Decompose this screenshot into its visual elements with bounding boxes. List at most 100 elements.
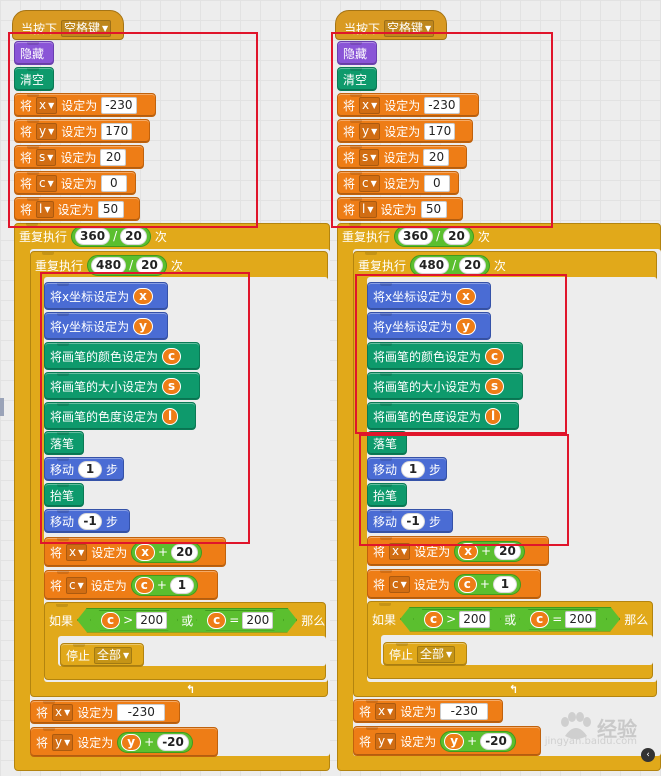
var-l-reporter[interactable]: l — [162, 407, 179, 425]
var-dropdown-x2[interactable]: x▼ — [66, 543, 88, 561]
set-pen-size-block[interactable]: 将画笔的大小设定为 s — [44, 372, 200, 400]
hide-block[interactable]: 隐藏 — [14, 41, 54, 65]
set-c-var-add-block-2[interactable]: 将 c▼ 设定为 c+1 — [367, 569, 541, 599]
s-init-input[interactable]: 20 — [100, 148, 127, 166]
x-init-input-2[interactable]: -230 — [424, 96, 460, 114]
set-y-var-block[interactable]: 将 y▼ 设定为 170 — [14, 119, 150, 143]
var-dropdown-x2-2[interactable]: x▼ — [389, 542, 411, 560]
stop-all-block[interactable]: 停止 全部▼ — [60, 643, 144, 667]
if-header[interactable]: 如果 c>200 或 c=200 那么 — [44, 604, 326, 636]
clear-block[interactable]: 清空 — [14, 67, 54, 91]
stop-dropdown-2[interactable]: 全部▼ — [417, 645, 456, 663]
c-plus-op-2[interactable]: c+1 — [453, 573, 521, 595]
set-pen-size-block-2[interactable]: 将画笔的大小设定为 s — [367, 372, 523, 400]
nav-arrow-icon[interactable]: ‹ — [641, 748, 655, 762]
var-dropdown-s[interactable]: s▼ — [36, 148, 57, 166]
y-init-input-2[interactable]: 170 — [424, 122, 456, 140]
set-x-var-add-block-2[interactable]: 将 x▼ 设定为 x+20 — [367, 536, 549, 566]
set-x-var-block[interactable]: 将 x▼ 设定为 -230 — [14, 93, 156, 117]
x-plus-op-2[interactable]: x+20 — [454, 540, 525, 562]
var-s-reporter[interactable]: s — [162, 377, 182, 395]
x-reset-input-2[interactable]: -230 — [440, 702, 489, 720]
set-y-position-block[interactable]: 将y坐标设定为 y — [44, 312, 168, 340]
set-c-var-block[interactable]: 将 c▼ 设定为 0 — [14, 171, 136, 195]
set-c-var-block-2[interactable]: 将 c▼ 设定为 0 — [337, 171, 459, 195]
var-dropdown-x-2[interactable]: x▼ — [359, 96, 381, 114]
inner-divide-op-2[interactable]: 480 / 20 — [410, 254, 490, 276]
var-dropdown-y-2[interactable]: y▼ — [359, 122, 381, 140]
set-pen-color-block[interactable]: 将画笔的颜色设定为 c — [44, 342, 200, 370]
x-plus-op[interactable]: x+20 — [131, 541, 202, 563]
set-x-var-add-block[interactable]: 将 x▼ 设定为 x+20 — [44, 537, 226, 567]
key-dropdown[interactable]: 空格键▼ — [61, 19, 112, 37]
stop-all-block-2[interactable]: 停止 全部▼ — [383, 642, 467, 666]
var-dropdown-y[interactable]: y▼ — [36, 122, 58, 140]
set-y-var-block-2[interactable]: 将 y▼ 设定为 170 — [337, 119, 473, 143]
var-c-reporter-2[interactable]: c — [485, 347, 505, 365]
scroll-indicator[interactable] — [0, 398, 4, 416]
x-reset-input[interactable]: -230 — [117, 703, 166, 721]
when-key-pressed-hat-2[interactable]: 当按下 空格键▼ — [335, 10, 447, 40]
inner-repeat-header[interactable]: 重复执行 480 / 20 次 — [30, 252, 202, 278]
eq-condition-2[interactable]: c=200 — [519, 609, 607, 630]
l-init-input[interactable]: 50 — [97, 200, 124, 218]
var-dropdown-x3-2[interactable]: x▼ — [375, 702, 397, 720]
set-l-var-block-2[interactable]: 将 l▼ 设定为 50 — [337, 197, 463, 221]
set-y-position-block-2[interactable]: 将y坐标设定为 y — [367, 312, 491, 340]
move-input-1[interactable]: 1 — [78, 460, 103, 478]
var-dropdown-l[interactable]: l▼ — [36, 200, 54, 218]
var-y-reporter[interactable]: y — [133, 317, 153, 335]
c-init-input-2[interactable]: 0 — [423, 174, 450, 192]
set-c-var-add-block[interactable]: 将 c▼ 设定为 c+1 — [44, 570, 218, 600]
key-dropdown-2[interactable]: 空格键▼ — [384, 19, 435, 37]
stop-dropdown[interactable]: 全部▼ — [94, 646, 133, 664]
var-dropdown-s-2[interactable]: s▼ — [359, 148, 380, 166]
set-l-var-block[interactable]: 将 l▼ 设定为 50 — [14, 197, 140, 221]
inner-divide-op[interactable]: 480 / 20 — [87, 254, 167, 276]
outer-repeat-header[interactable]: 重复执行 360 / 20 次 — [14, 223, 190, 249]
pen-down-block[interactable]: 落笔 — [44, 431, 84, 455]
hide-block-2[interactable]: 隐藏 — [337, 41, 377, 65]
set-x-var-block-2[interactable]: 将 x▼ 设定为 -230 — [337, 93, 479, 117]
outer-divide-op[interactable]: 360 / 20 — [71, 225, 151, 247]
y-plus-op-2[interactable]: y+-20 — [440, 730, 516, 752]
var-dropdown-y2[interactable]: y▼ — [52, 733, 74, 751]
y-plus-op[interactable]: y+-20 — [117, 731, 193, 753]
or-condition-2[interactable]: c>200 或 c=200 — [400, 607, 620, 632]
move-input-1-2[interactable]: 1 — [401, 460, 426, 478]
pen-up-block[interactable]: 抬笔 — [44, 483, 84, 507]
var-dropdown-c-2[interactable]: c▼ — [359, 174, 380, 192]
var-l-reporter-2[interactable]: l — [485, 407, 502, 425]
l-init-input-2[interactable]: 50 — [420, 200, 447, 218]
move-steps-block-1[interactable]: 移动 1 步 — [44, 457, 124, 481]
var-c-reporter[interactable]: c — [162, 347, 182, 365]
var-y-reporter-2[interactable]: y — [456, 317, 476, 335]
move-input-2-2[interactable]: -1 — [401, 512, 426, 530]
set-pen-shade-block-2[interactable]: 将画笔的色度设定为 l — [367, 402, 519, 430]
set-x-position-block-2[interactable]: 将x坐标设定为 x — [367, 282, 491, 310]
move-input-2[interactable]: -1 — [78, 512, 103, 530]
var-dropdown-c2[interactable]: c▼ — [66, 576, 87, 594]
s-init-input-2[interactable]: 20 — [423, 148, 450, 166]
move-steps-block-2-2[interactable]: 移动 -1 步 — [367, 509, 453, 533]
set-y-var-add-block[interactable]: 将 y▼ 设定为 y+-20 — [30, 727, 218, 757]
gt-condition-2[interactable]: c>200 — [413, 609, 501, 630]
var-dropdown-y2-2[interactable]: y▼ — [375, 732, 397, 750]
var-dropdown-c2-2[interactable]: c▼ — [389, 575, 410, 593]
eq-condition[interactable]: c=200 — [196, 610, 284, 631]
outer-repeat-header-2[interactable]: 重复执行 360 / 20 次 — [337, 223, 513, 249]
var-s-reporter-2[interactable]: s — [485, 377, 505, 395]
var-dropdown-l-2[interactable]: l▼ — [359, 200, 377, 218]
when-key-pressed-hat[interactable]: 当按下 空格键▼ — [12, 10, 124, 40]
var-dropdown-x[interactable]: x▼ — [36, 96, 58, 114]
set-x-var-reset-block[interactable]: 将 x▼ 设定为 -230 — [30, 700, 180, 724]
pen-down-block-2[interactable]: 落笔 — [367, 431, 407, 455]
var-dropdown-c[interactable]: c▼ — [36, 174, 57, 192]
set-x-position-block[interactable]: 将x坐标设定为 x — [44, 282, 168, 310]
gt-condition[interactable]: c>200 — [90, 610, 178, 631]
pen-up-block-2[interactable]: 抬笔 — [367, 483, 407, 507]
x-init-input[interactable]: -230 — [101, 96, 137, 114]
c-plus-op[interactable]: c+1 — [130, 574, 198, 596]
clear-block-2[interactable]: 清空 — [337, 67, 377, 91]
if-header-2[interactable]: 如果 c>200 或 c=200 那么 — [367, 603, 653, 635]
